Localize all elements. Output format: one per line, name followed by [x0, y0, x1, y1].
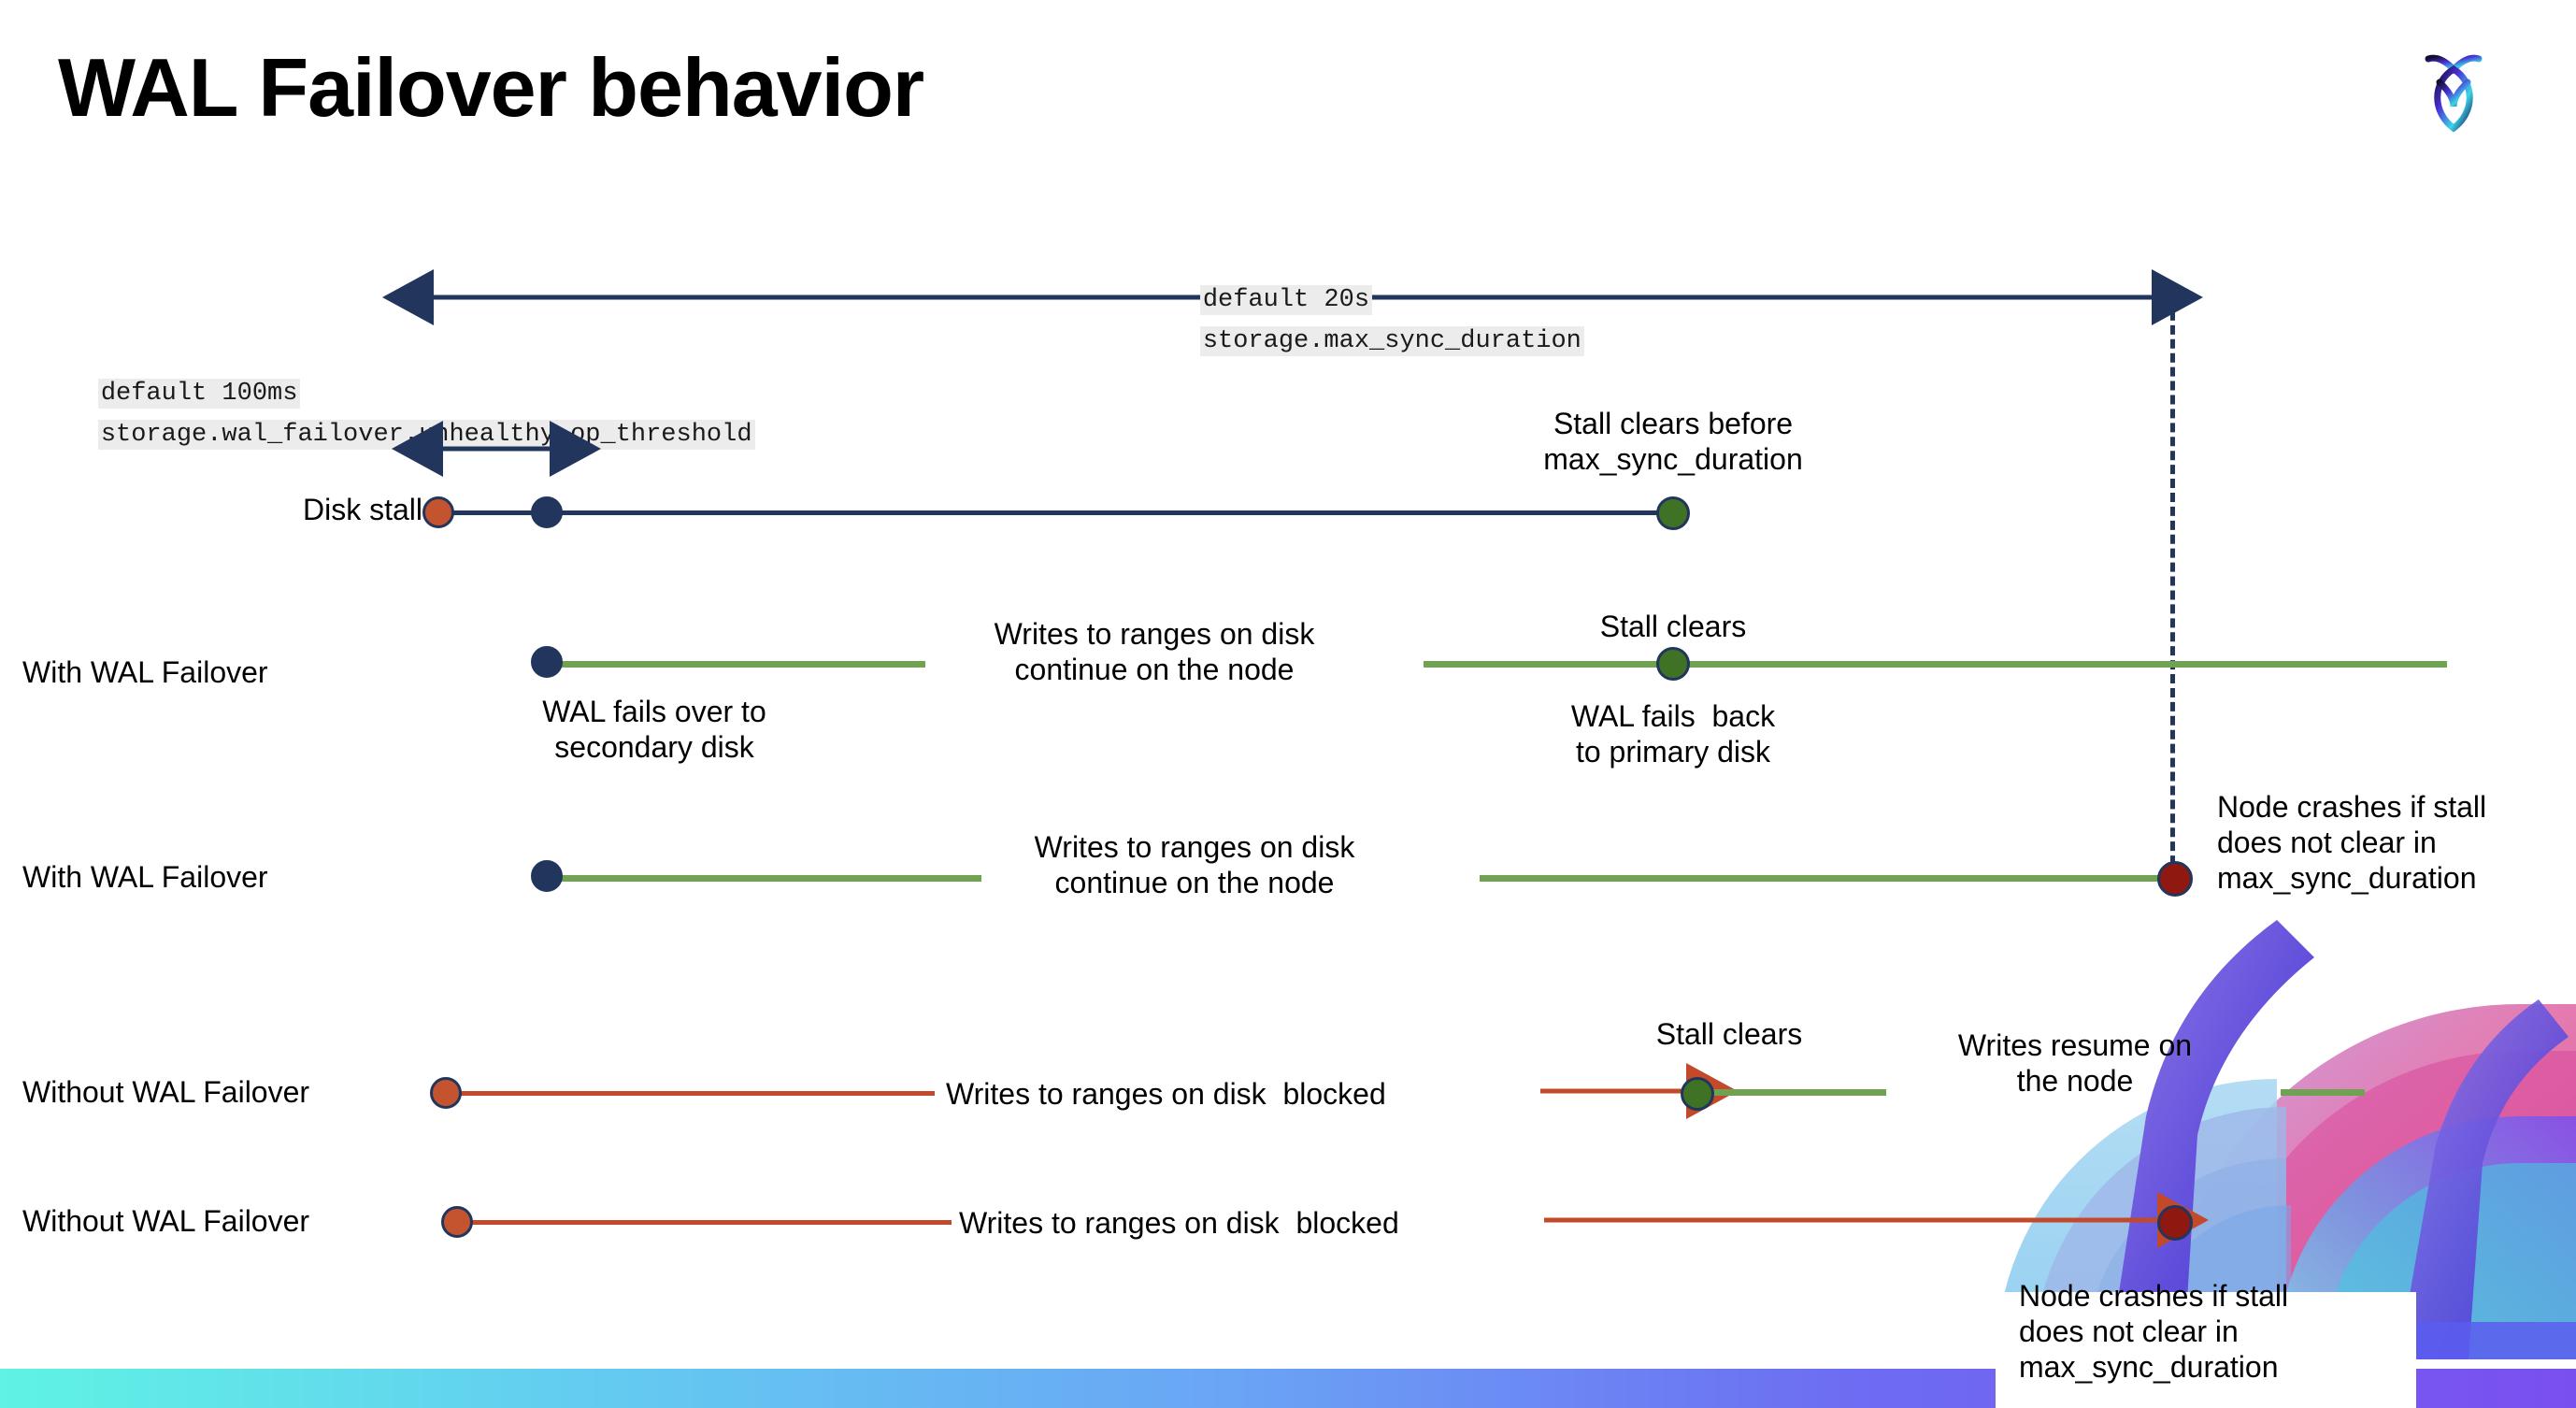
- disk-stalls-clear-dot: [1656, 496, 1690, 530]
- note-stall-clears-2: Stall clears: [1655, 1017, 1803, 1051]
- without-wal-1-start-dot: [430, 1077, 462, 1109]
- max-sync-dashed-guide: [2170, 297, 2175, 879]
- unhealthy-op-default-text: default 100ms: [97, 379, 301, 409]
- max-sync-setting-label: storage.max_sync_duration: [1139, 298, 1584, 384]
- wal-failover-1-segment-a: [551, 661, 925, 668]
- wal-failover-1-failover-dot: [531, 646, 563, 678]
- note-node-crashes-1: Node crashes if stall does not clear in …: [2217, 790, 2487, 895]
- row-label-without-wal-failover-2: Without WAL Failover: [22, 1204, 310, 1238]
- note-writes-continue-1: Writes to ranges on disk continue on the…: [994, 617, 1315, 686]
- without-wal-2-start-dot: [441, 1206, 473, 1238]
- wal-failover-2-crash-dot: [2157, 861, 2193, 897]
- without-wal-1-blocked-arrow: [1540, 1063, 1738, 1119]
- note-stall-clears-1: Stall clears: [1599, 610, 1747, 643]
- row-label-with-wal-failover-1: With WAL Failover: [22, 655, 268, 689]
- without-wal-1-clear-dot: [1681, 1077, 1714, 1111]
- without-wal-1-blocked-segment-a: [447, 1091, 935, 1096]
- disk-stalls-timeline: [436, 510, 1673, 515]
- row-label-without-wal-failover-1: Without WAL Failover: [22, 1075, 310, 1109]
- max-sync-default-text: default 20s: [1199, 285, 1373, 315]
- without-wal-2-blocked-segment-a: [458, 1220, 952, 1225]
- max-sync-setting-text: storage.max_sync_duration: [1199, 326, 1584, 356]
- wal-failover-2-segment-b: [1480, 875, 2176, 882]
- wal-failover-2-segment-a: [551, 875, 981, 882]
- disk-stalls-failover-dot: [531, 496, 563, 528]
- wal-failover-2-failover-dot: [531, 860, 563, 892]
- cockroachdb-logo-icon: [2402, 34, 2505, 136]
- disk-stalls-start-dot: [422, 496, 454, 528]
- note-writes-blocked-1: Writes to ranges on disk blocked: [946, 1077, 1386, 1111]
- node-crash-callout-box: [1996, 1292, 2416, 1408]
- wal-failover-1-clear-dot: [1656, 647, 1690, 681]
- note-node-crashes-2: Node crashes if stall does not clear in …: [2019, 1279, 2289, 1384]
- page-title: WAL Failover behavior: [58, 41, 924, 134]
- note-wal-fails-over-secondary: WAL fails over to secondary disk: [542, 695, 766, 764]
- wal-failover-1-segment-b: [1424, 661, 2447, 668]
- row-label-with-wal-failover-2: With WAL Failover: [22, 860, 268, 894]
- without-wal-2-blocked-arrow: [1544, 1192, 2209, 1248]
- max-sync-default-label: default 20s: [1139, 257, 1373, 343]
- note-writes-blocked-2: Writes to ranges on disk blocked: [959, 1206, 1399, 1240]
- note-stall-clears-before-max-sync: Stall clears before max_sync_duration: [1543, 407, 1803, 476]
- unhealthy-op-threshold-span-arrow: [392, 421, 601, 477]
- row-label-disk-stalls: Disk stalls: [302, 493, 437, 526]
- note-writes-continue-2: Writes to ranges on disk continue on the…: [1034, 830, 1355, 899]
- unhealthy-op-default-label: default 100ms: [37, 351, 301, 437]
- unhealthy-op-setting-label: storage.wal_failover.unhealthy_op_thresh…: [37, 392, 755, 478]
- without-wal-1-resume-segment-far: [2281, 1089, 2365, 1096]
- without-wal-1-resume-segment: [1709, 1089, 1886, 1096]
- note-wal-fails-back-primary: WAL fails back to primary disk: [1570, 699, 1776, 769]
- note-writes-resume: Writes resume on the node: [1957, 1028, 2193, 1098]
- without-wal-2-crash-dot: [2157, 1205, 2193, 1241]
